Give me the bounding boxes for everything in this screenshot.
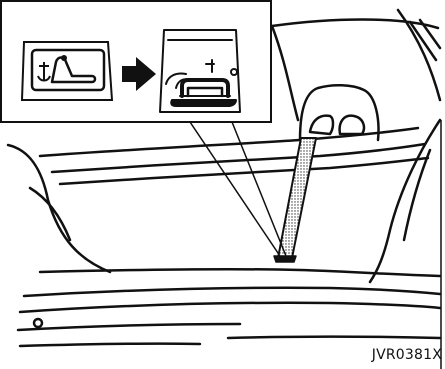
headrest-hole-left <box>310 116 333 134</box>
tether-strap-end <box>274 256 296 262</box>
bumper-small-circle <box>34 319 42 327</box>
headrest-hole-right <box>340 116 364 134</box>
bumper-line-5 <box>228 337 440 339</box>
bumper-line-3 <box>18 324 240 330</box>
bumper-line-2 <box>20 303 440 312</box>
shelf-band-middle <box>52 144 425 172</box>
shelf-band-lower <box>60 158 428 184</box>
bumper-line-1 <box>24 288 440 296</box>
trunk-wall-left-inner <box>30 188 70 240</box>
rear-pillar-left <box>272 26 298 120</box>
figure-code-label: JVR0381X <box>372 347 442 363</box>
trunk-wall-left <box>8 145 110 272</box>
bumper-line-4 <box>20 344 200 346</box>
trunk-wall-right-inner <box>404 150 430 240</box>
tether-strap <box>278 138 316 258</box>
inset-panel <box>1 1 271 122</box>
trunk-floor-edge <box>40 269 440 276</box>
trunk-wall-right <box>370 120 440 282</box>
